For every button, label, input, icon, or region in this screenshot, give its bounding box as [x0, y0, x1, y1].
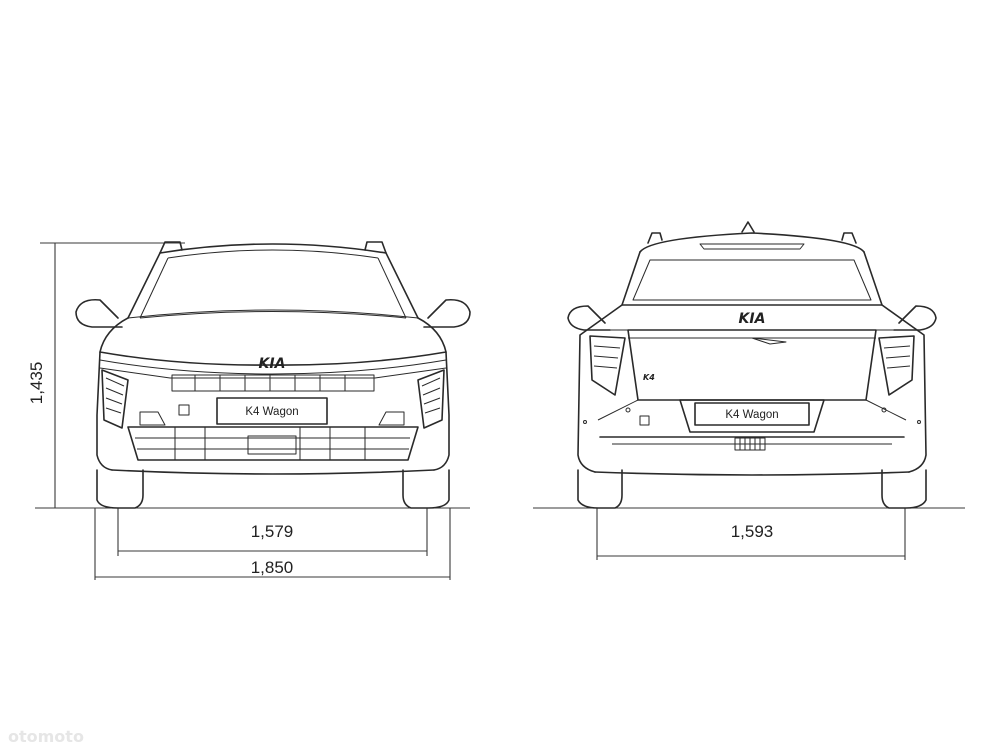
front-tire-left [96, 469, 144, 509]
front-lower-intake [127, 426, 419, 461]
rear-antenna [741, 221, 755, 233]
rear-license-plate [694, 402, 810, 426]
front-tire-right [402, 469, 450, 509]
front-roof-rail-right [364, 241, 387, 254]
rear-roof-rail-left [647, 232, 663, 244]
rear-view-car: KIA K4 K4 Wagon [567, 221, 937, 509]
rear-track-label: 1,593 [731, 522, 774, 541]
front-mirror-left [75, 298, 123, 328]
rear-tire-left [577, 469, 623, 509]
front-track-dimension: 1,579 [117, 508, 428, 556]
rear-plate-text: K4 Wagon [725, 409, 778, 421]
rear-kia-logo: KIA [739, 311, 766, 327]
front-roof-rail-left [159, 241, 183, 254]
front-kia-logo: KIA [259, 356, 286, 372]
rear-k4-badge: K4 [643, 373, 655, 382]
front-view-car: KIA K4 Wagon [75, 241, 471, 509]
rear-tire-right [881, 469, 927, 509]
rear-mirror-left [567, 305, 611, 331]
rear-mirror-right [893, 305, 937, 331]
front-license-plate [216, 397, 328, 425]
overall-width-dimension: 1,850 [94, 508, 451, 580]
overall-width-label: 1,850 [251, 558, 294, 577]
rear-taillamp-right [878, 335, 915, 396]
front-mirror-right [423, 298, 471, 328]
front-plate-text: K4 Wagon [245, 406, 298, 418]
rear-taillamp-left [589, 335, 626, 396]
watermark: otomoto [8, 727, 84, 746]
height-label: 1,435 [27, 362, 46, 405]
front-headlight-right [417, 369, 445, 429]
front-headlight-left [101, 369, 129, 429]
rear-tailgate [627, 329, 877, 401]
front-track-label: 1,579 [251, 522, 294, 541]
height-dimension: 1,435 [27, 242, 185, 508]
rear-roof-rail-right [841, 232, 857, 244]
rear-track-dimension: 1,593 [596, 508, 906, 560]
